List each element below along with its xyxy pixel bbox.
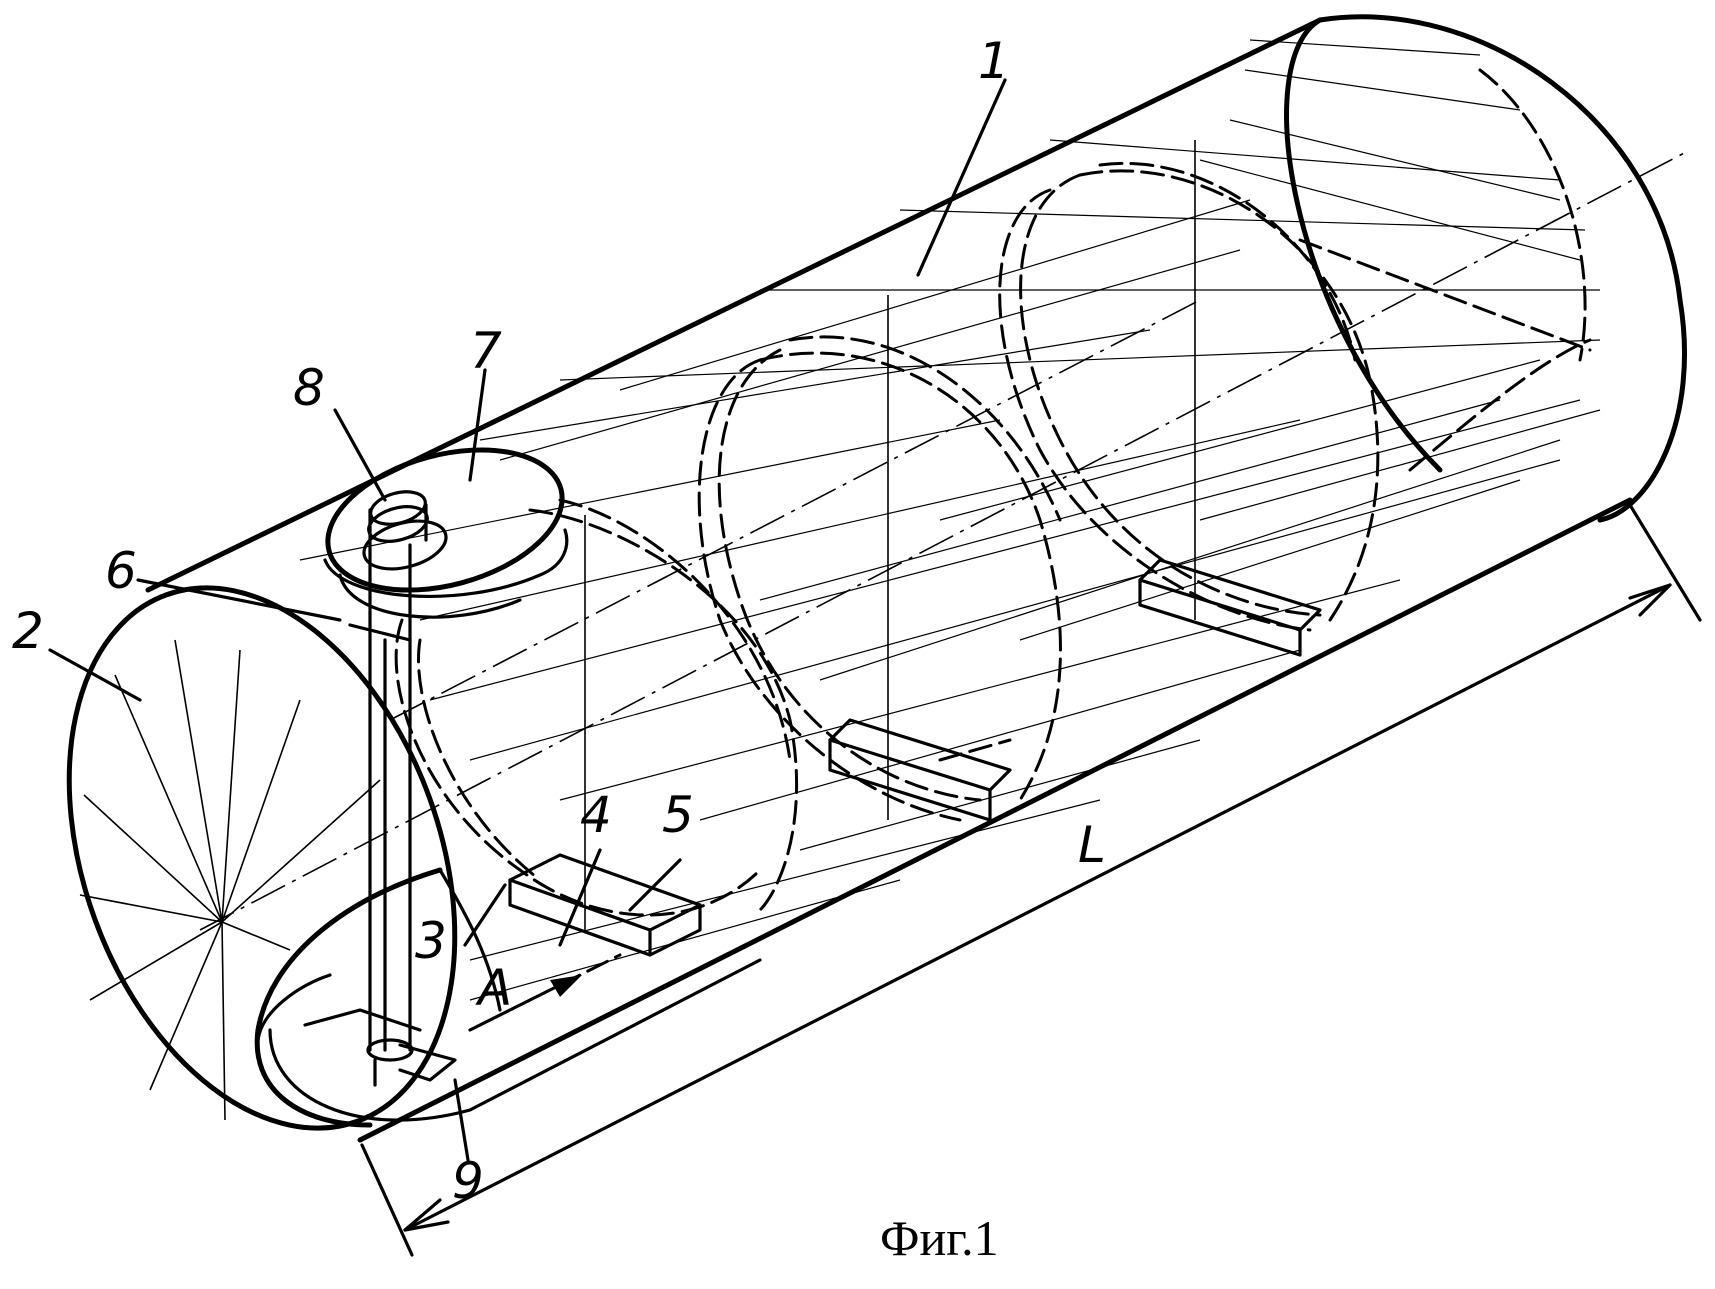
label-5: 5: [662, 786, 694, 844]
label-2: 2: [12, 602, 44, 660]
end-face-rays: [80, 640, 380, 1120]
label-L: L: [1078, 816, 1106, 874]
label-4: 4: [580, 786, 612, 844]
label-A: A: [475, 959, 512, 1017]
vertical-pipe[interactable]: [305, 545, 455, 1085]
surface-hatching: [300, 40, 1600, 1000]
flange-unit[interactable]: [312, 426, 577, 640]
dimension-L: [362, 505, 1700, 1255]
end-face-left: [0, 534, 525, 1182]
central-axis: [200, 150, 1690, 930]
label-7: 7: [470, 322, 502, 380]
blade-middle[interactable]: [830, 720, 1010, 820]
label-9: 9: [452, 1152, 484, 1210]
label-8: 8: [293, 359, 325, 417]
figure-caption: Фиг.1: [880, 1210, 999, 1266]
label-6: 6: [105, 542, 137, 600]
label-1: 1: [978, 32, 1010, 90]
label-3: 3: [415, 912, 447, 970]
secondary-axis: [390, 300, 1200, 720]
